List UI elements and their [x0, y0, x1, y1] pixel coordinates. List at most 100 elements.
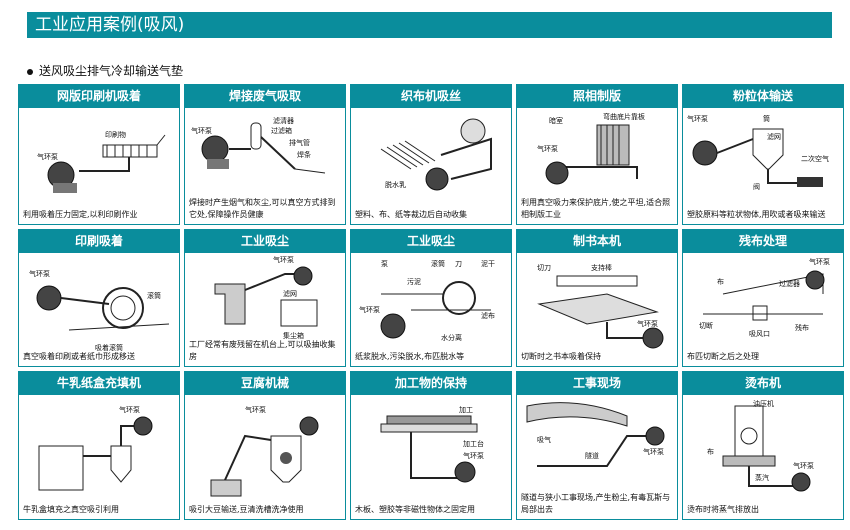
- card-workpiece-holding: 加工物的保持 加工 加工台 气环泵 木板、塑胶等非磁性物体之固定用: [350, 371, 512, 520]
- label: 筒: [763, 114, 770, 123]
- label: 气环泵: [637, 319, 658, 328]
- label: 布: [717, 277, 724, 286]
- section-heading: 送风吸尘排气冷却输送气垫: [27, 62, 183, 79]
- label: 残布: [795, 323, 809, 332]
- card-title: 制书本机: [517, 230, 677, 253]
- label: 气环泵: [119, 405, 140, 414]
- label: 气环泵: [359, 305, 380, 314]
- card-welding-fume: 焊接废气吸取 滤清器 过滤箱 排气管 焊条 气环泵 焊接时产生烟气和灰尘,可以真…: [184, 84, 346, 225]
- label: 过滤箱: [271, 126, 292, 135]
- label: 蒸汽: [755, 473, 769, 482]
- illustration-powder-conveying: 气环泵 筒 滤网 二次空气 阀: [683, 109, 844, 225]
- card-caption: 牛乳盒填充之真空吸引利用: [23, 504, 175, 516]
- label: 气环泵: [537, 144, 558, 153]
- label: 气环泵: [191, 126, 212, 135]
- card-title: 烫布机: [683, 372, 843, 395]
- card-industrial-dust-2: 工业吸尘 泵 滚筒 刀 泥干 污泥 滤布 气环泵 水分离 纸浆脱水,污染脱水,布…: [350, 229, 512, 367]
- card-construction-site: 工事现场 吸气 隧道 气环泵 隧道与狭小工事现场,产生粉尘,有毒瓦斯与局部出去: [516, 371, 678, 520]
- card-scrap-cloth: 残布处理 气环泵 布 过滤器 切断 吸风口 残布 布匹切断之后之处理: [682, 229, 844, 367]
- illustration-tofu-machine: 气环泵: [185, 396, 346, 520]
- card-caption: 工厂经常有废残留在机台上,可以吸抽收集房: [189, 339, 341, 363]
- card-title: 加工物的保持: [351, 372, 511, 395]
- label: 弯曲底片靠板: [603, 112, 645, 121]
- label: 气环泵: [245, 405, 266, 414]
- card-caption: 烫布时将蒸气排放出: [687, 504, 839, 516]
- card-title: 照相制版: [517, 85, 677, 108]
- card-caption: 真空吸着印刷或者纸巾形成移送: [23, 351, 175, 363]
- label: 排气管: [289, 138, 310, 147]
- label: 脱水乳: [385, 180, 406, 189]
- card-caption: 塑胶原料等粒状物体,用吹或者吸来输送: [687, 209, 839, 221]
- card-industrial-dust-1: 工业吸尘 气环泵 滤网 集尘箱 工厂经常有废残留在机台上,可以吸抽收集房: [184, 229, 346, 367]
- illustration-workpiece-holding: 加工 加工台 气环泵: [351, 396, 512, 520]
- label: 切断: [699, 321, 713, 330]
- label: 吸气: [537, 435, 551, 444]
- label: 水分离: [441, 333, 462, 342]
- label: 气环泵: [273, 255, 294, 264]
- label: 气环泵: [809, 257, 830, 266]
- card-caption: 纸浆脱水,污染脱水,布匹脱水等: [355, 351, 507, 363]
- label: 气环泵: [687, 114, 708, 123]
- card-title: 织布机吸丝: [351, 85, 511, 108]
- illustration-loom-thread: 脱水乳: [351, 109, 512, 225]
- card-caption: 隧道与狭小工事现场,产生粉尘,有毒瓦斯与局部出去: [521, 492, 673, 516]
- card-caption: 切断时之书本吸着保持: [521, 351, 673, 363]
- card-title: 焊接废气吸取: [185, 85, 345, 108]
- card-caption: 吸引大豆输送,豆清洗槽洗净使用: [189, 504, 341, 516]
- card-title: 印刷吸着: [19, 230, 179, 253]
- page-header: 工业应用案例(吸风): [27, 12, 832, 38]
- label: 气环泵: [37, 152, 58, 161]
- page-title: 工业应用案例(吸风): [35, 13, 184, 37]
- card-tofu-machine: 豆腐机械 气环泵 吸引大豆输送,豆清洗槽洗净使用: [184, 371, 346, 520]
- card-ironing-machine: 烫布机 油压机 布 蒸汽 气环泵 烫布时将蒸气排放出: [682, 371, 844, 520]
- card-caption: 利用真空吸力来保护底片,使之平坦,适合照相制版工业: [521, 197, 673, 221]
- card-caption: 木板、塑胶等非磁性物体之固定用: [355, 504, 507, 516]
- illustration-milk-carton: 气环泵: [19, 396, 180, 520]
- card-caption: 焊接时产生烟气和灰尘,可以真空方式排到它处,保障操作员健康: [189, 197, 341, 221]
- card-bookbinding: 制书本机 切刀 支持棒 气环泵 切断时之书本吸着保持: [516, 229, 678, 367]
- label: 刀: [455, 260, 462, 268]
- card-screen-printing: 网版印刷机吸着 印刷物 气环泵 利用吸着压力固定,以利印刷作业: [18, 84, 180, 225]
- label: 支持棒: [591, 263, 612, 272]
- card-title: 工业吸尘: [351, 230, 511, 253]
- label: 切刀: [537, 264, 551, 272]
- card-title: 残布处理: [683, 230, 843, 253]
- card-milk-carton: 牛乳纸盒充填机 气环泵 牛乳盒填充之真空吸引利用: [18, 371, 180, 520]
- card-print-suction: 印刷吸着 气环泵 滚筒 吸着滚筒 真空吸着印刷或者纸巾形成移送: [18, 229, 180, 367]
- card-title: 豆腐机械: [185, 372, 345, 395]
- label: 滚筒: [431, 259, 445, 268]
- label: 印刷物: [105, 130, 126, 139]
- label: 阀: [753, 182, 760, 191]
- label: 泥干: [481, 260, 495, 268]
- card-title: 网版印刷机吸着: [19, 85, 179, 108]
- label: 滤布: [481, 311, 495, 320]
- card-title: 工业吸尘: [185, 230, 345, 253]
- label: 泵: [381, 260, 388, 268]
- label: 隧道: [585, 451, 599, 460]
- illustration-screen-printing: 印刷物 气环泵: [19, 109, 180, 225]
- label: 油压机: [753, 399, 774, 408]
- label: 布: [707, 447, 714, 456]
- label: 气环泵: [793, 461, 814, 470]
- label: 污泥: [407, 278, 421, 286]
- label: 滚筒: [147, 291, 161, 300]
- bullet-icon: [27, 69, 33, 75]
- label: 焊条: [297, 150, 311, 159]
- label: 气环泵: [29, 269, 50, 278]
- label: 暗室: [549, 116, 563, 125]
- card-powder-conveying: 粉粒体输送 气环泵 筒 滤网 二次空气 阀 塑胶原料等粒状物体,用吹或者吸来输送: [682, 84, 844, 225]
- card-title: 牛乳纸盒充填机: [19, 372, 179, 395]
- card-caption: 布匹切断之后之处理: [687, 351, 839, 363]
- card-photoengraving: 照相制版 暗室 弯曲底片靠板 气环泵 利用真空吸力来保护底片,使之平坦,适合照相…: [516, 84, 678, 225]
- card-caption: 塑料、布、纸等裁边后自动收集: [355, 209, 507, 221]
- label: 滤清器: [273, 116, 294, 125]
- card-title: 工事现场: [517, 372, 677, 395]
- label: 加工: [459, 405, 473, 414]
- label: 滤网: [767, 132, 781, 141]
- label: 吸风口: [749, 330, 770, 338]
- label: 二次空气: [801, 154, 829, 163]
- card-loom-thread: 织布机吸丝 脱水乳 塑料、布、纸等裁边后自动收集: [350, 84, 512, 225]
- card-title: 粉粒体输送: [683, 85, 843, 108]
- section-title: 送风吸尘排气冷却输送气垫: [39, 64, 183, 78]
- label: 过滤器: [779, 279, 800, 288]
